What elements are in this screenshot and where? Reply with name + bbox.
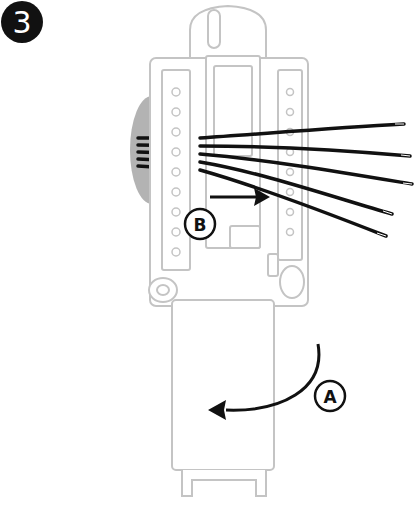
arrow-a: [208, 344, 319, 420]
wire-bundle: [200, 124, 412, 236]
step-number: 3: [12, 8, 31, 38]
step-badge: [1, 1, 43, 43]
callout-circle: [185, 209, 215, 239]
callout-circle: [315, 381, 345, 411]
terminal-screws: [172, 88, 294, 256]
hinged-door: [172, 300, 274, 496]
callout-letter: A: [323, 389, 336, 406]
callout-letter: B: [194, 217, 207, 234]
arrow-b: [210, 188, 270, 206]
wire-highlight: [377, 124, 412, 236]
